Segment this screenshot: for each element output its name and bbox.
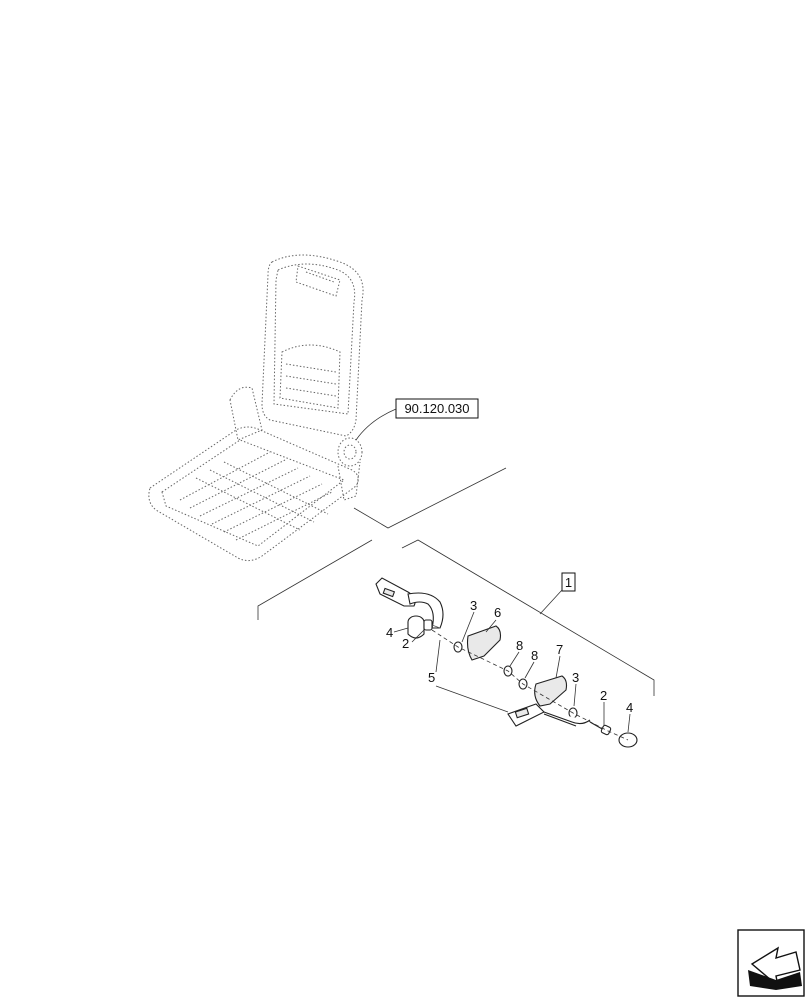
bolt-right xyxy=(589,721,612,736)
bolt-left xyxy=(423,619,441,631)
seat-frame-drawing xyxy=(148,254,364,562)
callout-3-right: 3 xyxy=(572,670,579,685)
callout-2-right: 2 xyxy=(600,688,607,703)
callout-8b: 8 xyxy=(531,648,538,663)
callout-leaders xyxy=(393,611,631,733)
seatbelt-buckle-part xyxy=(507,703,591,727)
callout-8a: 8 xyxy=(516,638,523,653)
callout-2-left: 2 xyxy=(402,636,409,651)
callout-4-right: 4 xyxy=(626,700,633,715)
reference-leader xyxy=(355,408,397,441)
explosion-guides xyxy=(257,467,655,696)
reference-label: 90.120.030 xyxy=(404,401,469,416)
callout-6: 6 xyxy=(494,605,501,620)
callout-7: 7 xyxy=(556,642,563,657)
assembly-label: 1 xyxy=(565,575,572,590)
callout-5: 5 xyxy=(428,670,435,685)
end-cap-left xyxy=(407,615,425,639)
assembly-axes xyxy=(431,629,629,741)
assembly-leader xyxy=(539,589,563,615)
assembly-box[interactable]: 1 xyxy=(561,572,576,592)
next-page-arrow-icon[interactable] xyxy=(737,929,805,997)
cover-part-7 xyxy=(534,675,568,707)
callout-4-left: 4 xyxy=(386,625,393,640)
seatbelt-anchor-part xyxy=(375,577,444,629)
cover-part-6 xyxy=(466,625,502,661)
reference-box[interactable]: 90.120.030 xyxy=(395,398,479,419)
callout-numbers: 4 2 5 3 6 8 8 7 3 2 4 xyxy=(386,598,633,715)
callout-3-left: 3 xyxy=(470,598,477,613)
